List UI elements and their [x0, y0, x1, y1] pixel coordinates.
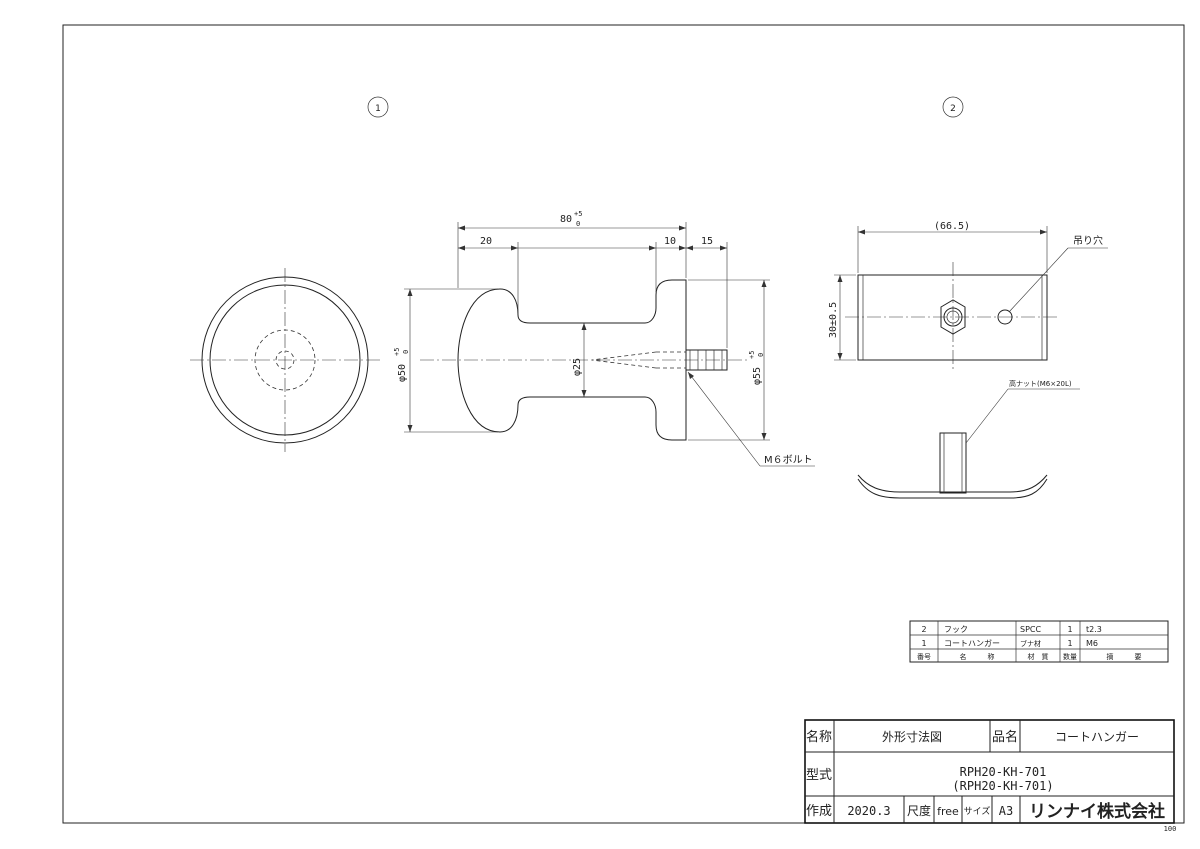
title-block: 名称 外形寸法図 品名 コートハンガー 型式 RPH20-KH-701 (RPH…	[804, 719, 1175, 824]
corner-mark: 100	[1164, 825, 1177, 833]
front-view	[190, 268, 380, 452]
model-label: 型式	[806, 768, 832, 783]
svg-text:0: 0	[757, 353, 765, 357]
view-2-marker: 2	[942, 96, 964, 118]
svg-text:30±0.5: 30±0.5	[828, 302, 839, 338]
part-1-name: コートハンガー	[944, 638, 1000, 648]
scale-label: 尺度	[907, 803, 931, 818]
part-2-note: t2.3	[1086, 625, 1102, 634]
part-2-material: SPCC	[1020, 625, 1041, 634]
product-label: 品名	[992, 729, 1018, 745]
svg-text:番号: 番号	[917, 653, 931, 661]
sheet-border	[62, 24, 1185, 824]
svg-text:+5: +5	[748, 351, 756, 359]
svg-text:10: 10	[664, 236, 676, 247]
svg-text:φ50: φ50	[397, 364, 408, 382]
svg-text:摘 要: 摘 要	[1107, 652, 1142, 661]
svg-text:1: 1	[375, 104, 381, 114]
svg-text:吊り穴: 吊り穴	[1073, 234, 1103, 247]
svg-text:φ55: φ55	[752, 367, 763, 385]
svg-text:φ25: φ25	[572, 358, 583, 376]
svg-text:M６ボルト: M６ボルト	[764, 454, 813, 466]
name-label: 名称	[806, 729, 832, 745]
svg-text:(66.5): (66.5)	[934, 221, 970, 232]
side-profile-view: 80 +5 0 20 10 15 φ50 +5 0 φ25	[393, 210, 815, 467]
size-value: A3	[999, 804, 1013, 818]
part-1-note: M6	[1086, 639, 1098, 648]
part-1-no: 1	[921, 639, 926, 648]
name-value: 外形寸法図	[882, 730, 942, 744]
size-label: サイズ	[964, 805, 991, 817]
product-value: コートハンガー	[1055, 730, 1139, 744]
svg-text:材 質: 材 質	[1028, 652, 1049, 661]
part-1-material: ブナ材	[1020, 639, 1041, 648]
hook-top-view: 吊り穴 (66.5) 30±0.5	[828, 221, 1108, 372]
part-2-no: 2	[921, 625, 926, 634]
svg-text:名 称: 名 称	[960, 652, 995, 661]
view-1-marker: 1	[367, 96, 389, 118]
part-2-qty: 1	[1067, 625, 1072, 634]
part-2-name: フック	[944, 625, 968, 634]
svg-text:高ナット(M6×20L): 高ナット(M6×20L)	[1009, 379, 1072, 388]
scale-value: free	[937, 805, 959, 818]
parts-list: 2 フック SPCC 1 t2.3 1 コートハンガー ブナ材 1 M6 番号 …	[909, 620, 1169, 663]
created-value: 2020.3	[847, 804, 890, 818]
company-name: リンナイ株式会社	[1029, 801, 1165, 822]
svg-text:0: 0	[576, 220, 580, 228]
svg-text:15: 15	[701, 236, 713, 247]
svg-text:20: 20	[480, 236, 492, 247]
svg-text:+5: +5	[574, 210, 582, 218]
model-value-paren: (RPH20-KH-701)	[952, 779, 1053, 793]
svg-text:+5: +5	[393, 348, 401, 356]
svg-text:0: 0	[402, 350, 410, 354]
svg-text:数量: 数量	[1063, 652, 1077, 661]
created-label: 作成	[806, 804, 832, 819]
hook-side-view: 高ナット(M6×20L)	[857, 379, 1080, 499]
svg-text:80: 80	[560, 214, 572, 225]
svg-text:2: 2	[950, 104, 956, 114]
model-value: RPH20-KH-701	[960, 765, 1047, 779]
part-1-qty: 1	[1067, 639, 1072, 648]
